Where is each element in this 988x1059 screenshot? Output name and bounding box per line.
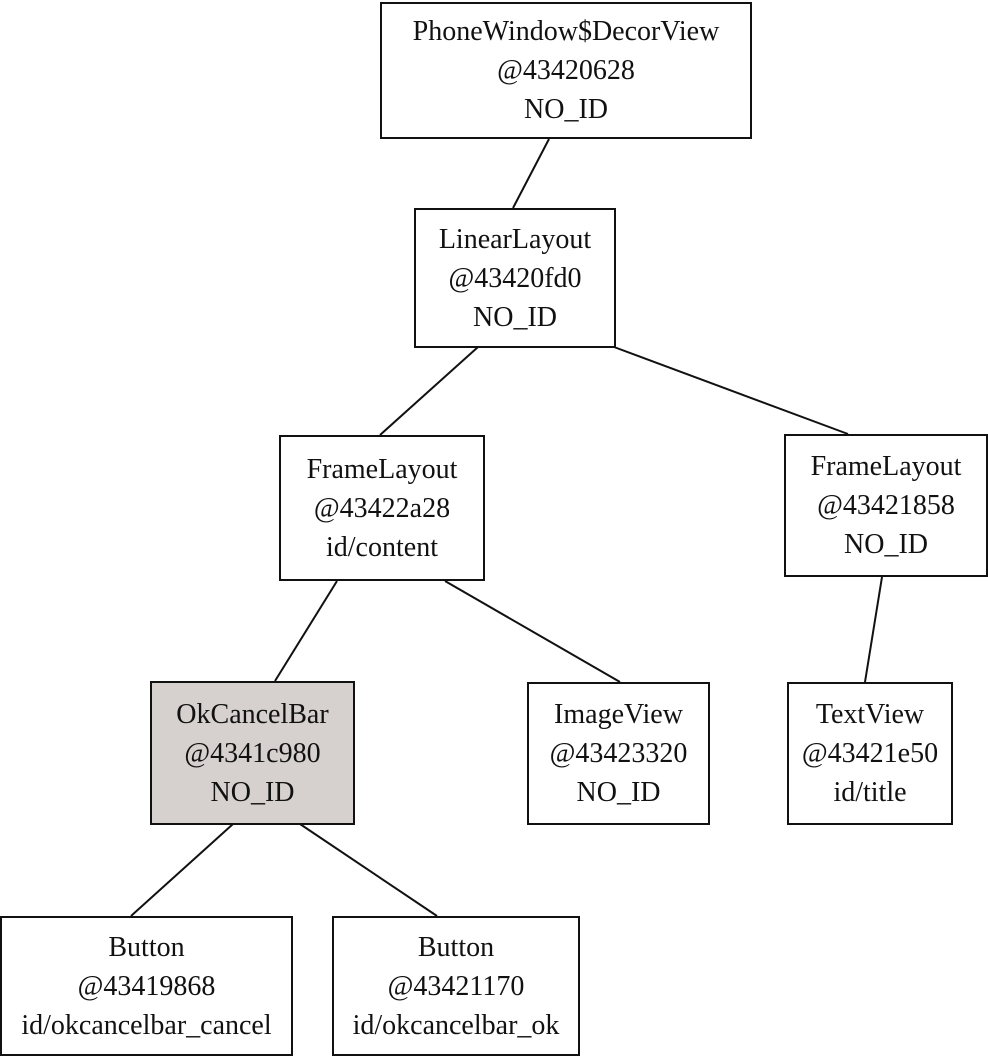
node-button-ok-id: id/okcancelbar_ok	[352, 1009, 560, 1041]
node-framelayout-title-class: FrameLayout	[810, 451, 962, 482]
node-okcancelbar: OkCancelBar @4341c980 NO_ID	[150, 681, 355, 825]
node-decorview-id: NO_ID	[524, 94, 608, 125]
node-linearlayout-id: NO_ID	[473, 301, 557, 333]
edge-linear-frame-content	[379, 346, 479, 436]
node-okcancelbar-class: OkCancelBar	[176, 698, 329, 730]
edge-okcancelbar-button-ok	[299, 823, 438, 917]
node-button-cancel: Button @43419868 id/okcancelbar_cancel	[0, 916, 293, 1056]
node-okcancelbar-address: @4341c980	[184, 737, 321, 769]
node-imageview-address: @43423320	[549, 738, 688, 769]
node-textview: TextView @43421e50 id/title	[787, 682, 953, 825]
edge-linear-frame-title	[613, 346, 849, 435]
node-okcancelbar-id: NO_ID	[210, 776, 295, 808]
node-button-cancel-id: id/okcancelbar_cancel	[21, 1009, 272, 1041]
node-decorview-address: @43420628	[497, 55, 635, 86]
node-framelayout-content-class: FrameLayout	[306, 453, 458, 485]
node-linearlayout-address: @43420fd0	[448, 262, 582, 294]
node-decorview: PhoneWindow$DecorView @43420628 NO_ID	[380, 2, 752, 139]
node-imageview-class: ImageView	[554, 699, 683, 730]
node-imageview-id: NO_ID	[576, 777, 661, 808]
edge-frame-content-okcancelbar	[274, 580, 338, 682]
edge-frame-title-textview	[864, 576, 883, 683]
node-framelayout-content: FrameLayout @43422a28 id/content	[279, 435, 485, 581]
node-imageview: ImageView @43423320 NO_ID	[527, 682, 710, 825]
node-textview-address: @43421e50	[801, 738, 939, 769]
node-button-cancel-class: Button	[108, 931, 185, 963]
edge-decor-linear	[512, 138, 550, 209]
node-framelayout-title-id: NO_ID	[844, 529, 928, 560]
node-decorview-class: PhoneWindow$DecorView	[412, 16, 720, 47]
edge-okcancelbar-button-cancel	[130, 823, 234, 917]
node-framelayout-title-address: @43421858	[817, 490, 955, 521]
node-framelayout-title: FrameLayout @43421858 NO_ID	[784, 434, 988, 577]
node-button-ok-class: Button	[417, 931, 495, 963]
node-framelayout-content-address: @43422a28	[313, 492, 451, 524]
node-button-ok-address: @43421170	[387, 970, 525, 1002]
node-framelayout-content-id: id/content	[326, 531, 438, 563]
edge-frame-content-imageview	[444, 580, 621, 683]
node-linearlayout-class: LinearLayout	[438, 223, 592, 255]
node-button-ok: Button @43421170 id/okcancelbar_ok	[332, 916, 580, 1056]
node-textview-id: id/title	[833, 777, 907, 808]
node-linearlayout: LinearLayout @43420fd0 NO_ID	[414, 208, 616, 348]
node-button-cancel-address: @43419868	[77, 970, 216, 1002]
node-textview-class: TextView	[815, 699, 925, 730]
